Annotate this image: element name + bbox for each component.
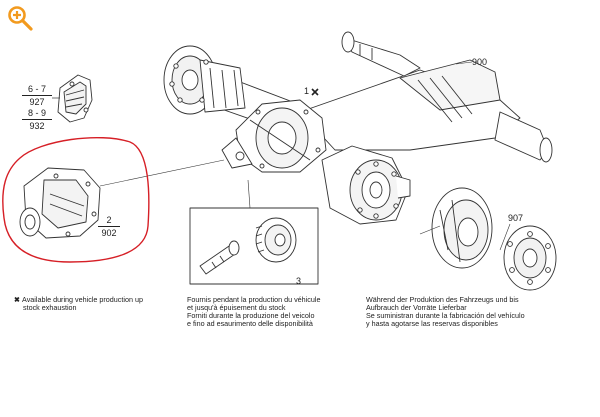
callout-rule xyxy=(22,95,52,96)
brake-drum xyxy=(431,187,493,269)
callout-927: 927 xyxy=(29,97,45,107)
x-mark-icon: ✖ xyxy=(14,295,21,304)
note-french-italian: Fournis pendant la production du véhicul… xyxy=(187,296,320,328)
note-en-line-1: Available during vehicle production up xyxy=(22,295,143,304)
brake-caliper-part xyxy=(57,74,93,123)
leader-lines xyxy=(99,61,511,251)
note-fr-line-2: et jusqu'à épuisement du stock xyxy=(187,303,286,312)
note-es-line-2: y hasta agotarse las reservas disponible… xyxy=(366,319,498,328)
callout-box xyxy=(189,207,319,285)
note-fr-line-1: Fournis pendant la production du véhicul… xyxy=(187,295,321,304)
right-hub-assembly xyxy=(321,145,411,225)
note-it-line-1: Forniti durante la produzione del veicol… xyxy=(187,311,315,320)
callout-932: 932 xyxy=(29,121,45,131)
left-hub-assembly xyxy=(163,45,246,115)
callout-2: 2 xyxy=(106,215,112,225)
callout-rule xyxy=(98,226,120,227)
note-english: ✖Available during vehicle production up … xyxy=(14,296,143,312)
note-de-line-2: Aufbrauch der Vorräte Lieferbar xyxy=(366,303,467,312)
callout-6-7: 6 - 7 xyxy=(27,84,46,94)
ring-gear-pinion xyxy=(199,217,297,275)
note-german-spanish: Während der Produktion des Fahrzeugs und… xyxy=(366,296,525,328)
callout-3: 3 xyxy=(296,276,302,286)
note-it-line-2: e fino ad esaurimento delle disponibilit… xyxy=(187,319,313,328)
differential-unit xyxy=(19,167,101,239)
callout-group-902: 2 902 xyxy=(98,215,120,238)
callout-902: 902 xyxy=(101,228,117,238)
callout-8-9: 8 - 9 xyxy=(27,108,46,118)
differential-housing xyxy=(221,99,327,173)
zoom-in-icon[interactable] xyxy=(6,4,34,32)
callout-group-927-932: 6 - 7 927 8 - 9 932 xyxy=(22,84,52,131)
note-es-line-1: Se suministran durante la fabricación de… xyxy=(366,311,525,320)
callout-1: 1 xyxy=(304,86,310,96)
highlight-circle xyxy=(2,136,150,263)
hub-flange xyxy=(503,225,557,291)
callout-900: 900 xyxy=(472,57,488,67)
note-en-line-2: stock exhaustion xyxy=(23,303,77,312)
note-de-line-1: Während der Produktion des Fahrzeugs und… xyxy=(366,295,519,304)
x-mark-icon xyxy=(311,88,319,96)
callout-907: 907 xyxy=(508,213,524,223)
callout-rule xyxy=(22,119,52,120)
